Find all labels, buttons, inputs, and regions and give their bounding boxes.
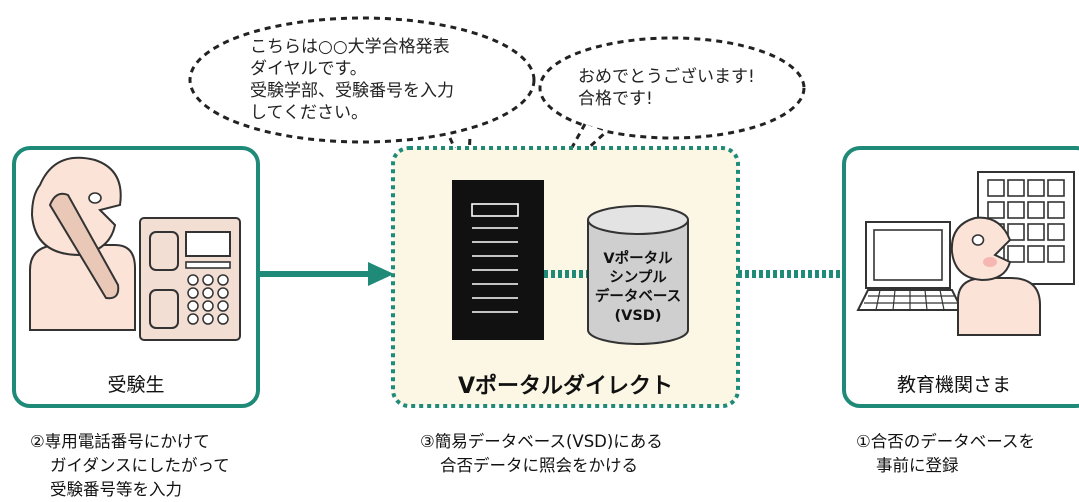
bubble-left-line-2: ダイヤルです。 [250, 59, 367, 79]
database-label-line-1: Vポータル [603, 251, 673, 267]
speech-bubble-right-text: おめでとうございます! 合格です! [578, 66, 755, 110]
bubble-left-line-1: こちらは○○大学合格発表 [250, 37, 450, 57]
caption-student-line-2: ガイダンスにしたがって [50, 456, 230, 475]
caption-institution: ①合否のデータベースを 事前に登録 [856, 430, 1035, 478]
database-label-line-4: (VSD) [614, 308, 662, 324]
arrow-student-to-portal [258, 262, 394, 286]
database-cylinder-icon [587, 205, 689, 345]
computer-icon [856, 221, 964, 311]
database-label: Vポータル シンプル データベース (VSD) [588, 250, 688, 326]
speech-bubble-left-text: こちらは○○大学合格発表 ダイヤルです。 受験学部、受験番号を入力 してください… [250, 36, 454, 124]
bubble-right-line-2: 合格です! [578, 89, 653, 109]
caption-portal-line-1: ③簡易データベース(VSD)にある [420, 432, 663, 451]
person-on-phone-icon [29, 156, 136, 331]
caption-student-line-1: ②専用電話番号にかけて [30, 432, 210, 451]
institution-label: 教育機関さま [896, 374, 1011, 396]
caption-portal-line-2: 合否データに照会をかける [440, 456, 638, 475]
desk-telephone-icon [139, 217, 241, 341]
caption-institution-line-1: ①合否のデータベースを [856, 432, 1035, 451]
person-at-computer-icon [950, 216, 1041, 336]
caption-institution-line-2: 事前に登録 [876, 456, 959, 475]
database-label-line-2: シンプル [609, 270, 667, 286]
bubble-left-line-4: してください。 [250, 103, 368, 123]
bubble-left-line-3: 受験学部、受験番号を入力 [250, 81, 454, 101]
bubble-right-line-1: おめでとうございます! [578, 67, 755, 87]
server-icon [452, 180, 544, 340]
caption-student: ②専用電話番号にかけて ガイダンスにしたがって 受験番号等を入力 [30, 430, 230, 502]
portal-label: Vポータルダイレクト [457, 374, 674, 399]
caption-portal: ③簡易データベース(VSD)にある 合否データに照会をかける [420, 430, 663, 478]
student-label: 受験生 [107, 374, 165, 396]
caption-student-line-3: 受験番号等を入力 [50, 480, 182, 499]
database-label-line-3: データベース [594, 289, 682, 305]
